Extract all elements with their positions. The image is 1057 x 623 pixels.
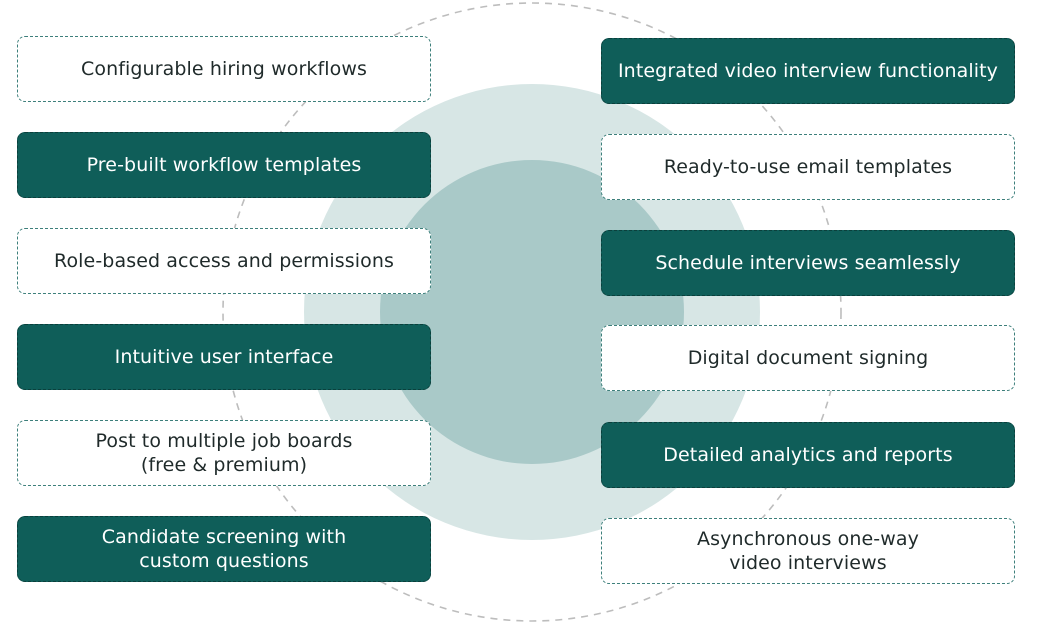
feature-card-left-4: Intuitive user interface <box>17 324 431 390</box>
feature-card-left-1: Configurable hiring workflows <box>17 36 431 102</box>
feature-label: Ready-to-use email templates <box>663 156 953 178</box>
feature-label: Role-based access and permissions <box>54 250 394 272</box>
inner-filled-circle <box>380 160 684 464</box>
feature-card-left-2: Pre-built workflow templates <box>17 132 431 198</box>
feature-label: Post to multiple job boards (free & prem… <box>95 430 353 476</box>
feature-card-left-5: Post to multiple job boards (free & prem… <box>17 420 431 486</box>
feature-card-left-3: Role-based access and permissions <box>17 228 431 294</box>
feature-card-right-2: Ready-to-use email templates <box>601 134 1015 200</box>
feature-card-right-5: Detailed analytics and reports <box>601 422 1015 488</box>
feature-label: Integrated video interview functionality <box>617 60 999 82</box>
feature-card-right-3: Schedule interviews seamlessly <box>601 230 1015 296</box>
outer-ring-dashed <box>222 2 842 622</box>
feature-label: Schedule interviews seamlessly <box>655 252 961 274</box>
feature-card-right-4: Digital document signing <box>601 325 1015 391</box>
feature-label: Asynchronous one-way video interviews <box>697 528 919 574</box>
feature-card-left-6: Candidate screening with custom question… <box>17 516 431 582</box>
feature-label: Pre-built workflow templates <box>86 154 362 176</box>
feature-label: Detailed analytics and reports <box>663 444 953 466</box>
feature-label: Digital document signing <box>687 347 929 369</box>
feature-label: Intuitive user interface <box>114 346 334 368</box>
feature-label: Candidate screening with custom question… <box>101 526 347 572</box>
feature-label: Configurable hiring workflows <box>81 58 367 80</box>
feature-card-right-1: Integrated video interview functionality <box>601 38 1015 104</box>
feature-card-right-6: Asynchronous one-way video interviews <box>601 518 1015 584</box>
